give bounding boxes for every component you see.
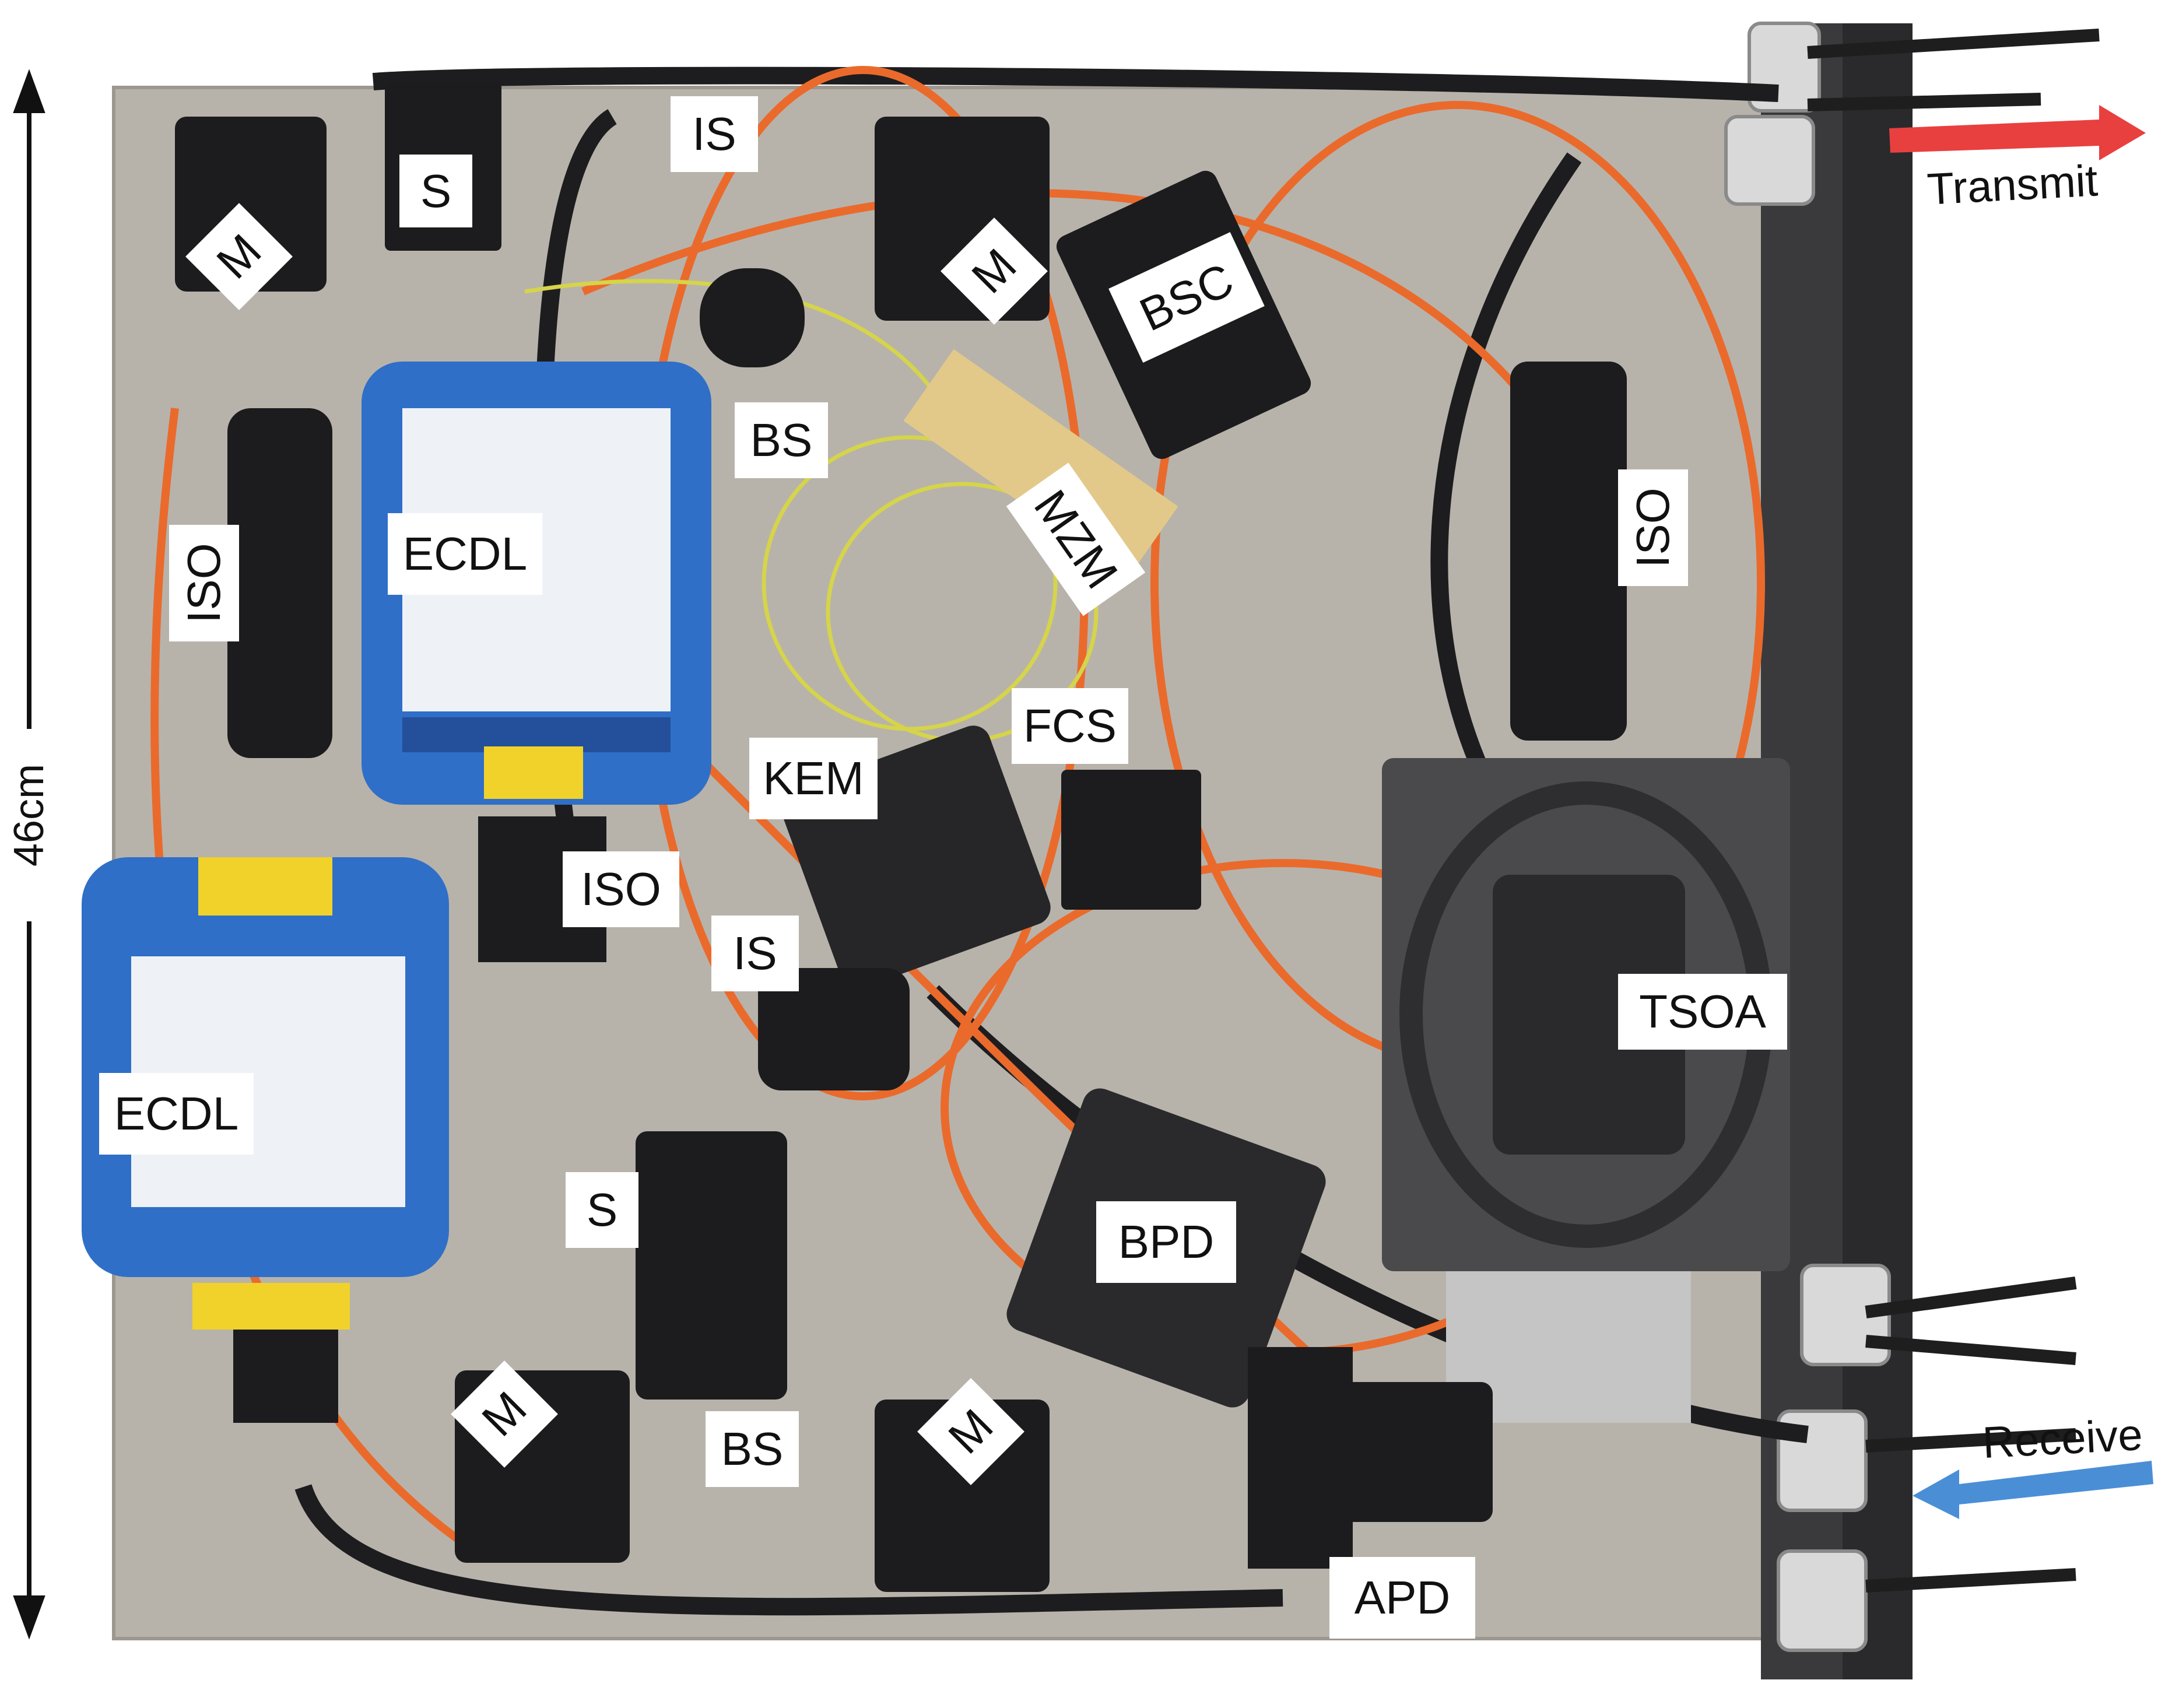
side-rack [1837,23,1913,1679]
label-iso-left: ISO [169,525,239,641]
label-tsoa: TSOA [1618,974,1787,1050]
external-cables [1807,29,2100,1593]
isolator-right [1510,362,1627,741]
isolator-left [227,408,332,758]
transmit-arrow [1889,105,2146,160]
label-s-top: S [399,155,472,227]
transmit-label: Transmit [1925,156,2099,215]
label-iso-right: ISO [1618,469,1688,586]
mzm-modulator [903,349,1178,578]
scale-bar-label: 46cm [6,763,52,867]
cable-grommets [1724,22,1891,1652]
label-bs-bottom: BS [706,1411,799,1487]
label-is-top: IS [671,96,758,172]
receive-label: Receive [1981,1409,2144,1468]
integrating-sphere-center [758,968,910,1090]
label-ecdl-top: ECDL [388,513,542,595]
scale-bar [13,69,45,1640]
label-iso-center: ISO [563,851,679,927]
receive-arrow [1913,1461,2153,1519]
label-kem: KEM [749,738,878,819]
label-fcs: FCS [1012,688,1128,764]
label-s-bottom: S [566,1172,638,1248]
label-ecdl-bottom: ECDL [99,1073,254,1155]
fcs-collimator [1061,770,1201,910]
label-is-center: IS [711,916,799,991]
label-bpd: BPD [1096,1201,1236,1283]
label-apd: APD [1329,1557,1475,1639]
label-bs-top: BS [735,402,828,478]
